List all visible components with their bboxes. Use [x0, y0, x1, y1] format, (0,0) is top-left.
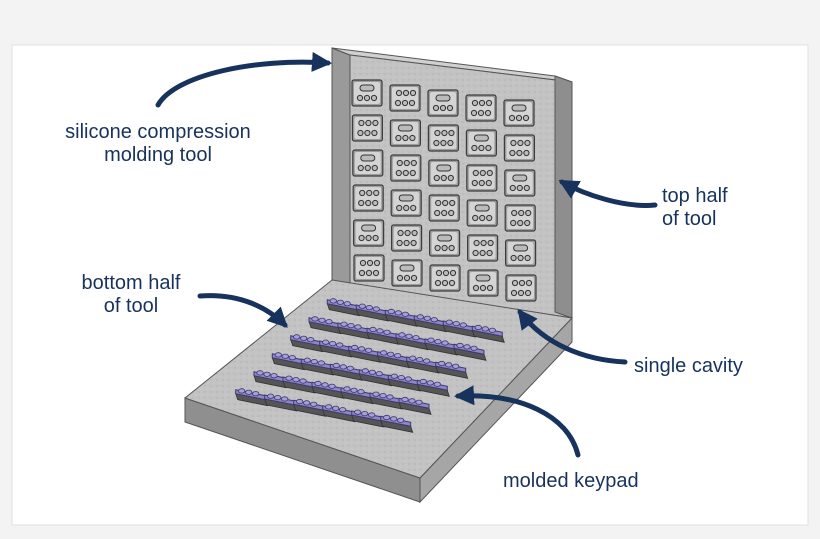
molded-keypad [326, 298, 360, 317]
molded-keypad [377, 350, 411, 369]
molded-keypad [358, 368, 392, 387]
mold-cavity [465, 129, 497, 157]
molded-keypad [322, 404, 356, 423]
arrow-to-tool [155, 51, 332, 108]
mold-cavity [428, 159, 460, 187]
mold-cavity [466, 199, 498, 227]
molded-keypad [424, 337, 458, 356]
top-cavity-grid [351, 79, 537, 302]
molded-keypad-grid [235, 298, 505, 433]
arrow-to-single-cavity [517, 308, 628, 365]
label-top-half-line1: top half [662, 185, 728, 207]
molded-keypad [380, 414, 414, 433]
label-top-half: top half of tool [662, 185, 772, 231]
mold-cavity [391, 224, 423, 252]
mold-cavity [505, 239, 537, 267]
molded-keypad [271, 352, 305, 371]
mold-cavity [352, 184, 384, 212]
molded-keypad [264, 393, 298, 412]
mold-cavity [503, 134, 535, 162]
label-top-half-line2: of tool [662, 208, 717, 230]
molded-keypad [369, 391, 403, 410]
molded-keypad [355, 303, 389, 322]
mold-cavity [389, 84, 421, 112]
molded-keypad [442, 319, 476, 338]
molded-keypad [387, 373, 421, 392]
arrow-to-top-half [558, 179, 658, 208]
mold-cavity [428, 194, 460, 222]
molded-keypad [235, 388, 269, 407]
molded-keypad [329, 362, 363, 381]
label-bottom-half: bottom half of tool [62, 272, 200, 318]
top-panel-left-edge [331, 47, 351, 286]
mold-cavity [505, 274, 537, 302]
label-bottom-half-line1: bottom half [81, 272, 181, 294]
mold-cavity [504, 169, 536, 197]
arrow-to-bottom-half [197, 293, 288, 328]
mold-cavity [466, 164, 498, 192]
molded-keypad [348, 344, 382, 363]
mold-cavity [351, 114, 383, 142]
mold-cavity [352, 149, 384, 177]
bottom-half-tool [183, 279, 574, 504]
molded-keypad [282, 375, 316, 394]
molded-keypad [366, 326, 400, 345]
mold-cavity [353, 219, 385, 247]
mold-cavity [389, 119, 421, 147]
label-silicone-tool-line1: silicone compression [65, 121, 251, 143]
molded-keypad [311, 380, 345, 399]
mold-cavity [503, 99, 535, 127]
label-bottom-half-line2: of tool [103, 295, 159, 317]
label-molded-keypad: molded keypad [503, 470, 639, 492]
label-silicone-tool: silicone compression molding tool [46, 121, 270, 167]
mold-cavity [427, 89, 459, 117]
mold-cavity [465, 94, 497, 122]
mold-cavity [429, 229, 461, 257]
mold-cavity [351, 79, 383, 107]
mold-cavity [390, 154, 422, 182]
mold-cavity [390, 189, 422, 217]
mold-cavity [467, 269, 499, 297]
mold-cavity [504, 204, 536, 232]
molded-keypad [398, 396, 432, 415]
top-panel-right-edge [554, 75, 573, 319]
molded-keypad [471, 324, 505, 343]
molded-keypad [308, 316, 342, 335]
arrow-to-molded-keypad [454, 385, 581, 458]
molded-keypad [300, 357, 334, 376]
mold-cavity [353, 254, 385, 282]
molded-keypad [453, 342, 487, 361]
mold-cavity [391, 259, 423, 287]
molded-keypad [395, 332, 429, 351]
mold-cavity [467, 234, 499, 262]
label-single-cavity: single cavity [634, 355, 743, 377]
label-silicone-tool-line2: molding tool [104, 144, 212, 166]
molded-keypad [435, 360, 469, 379]
molded-keypad [413, 314, 447, 333]
molded-keypad [253, 370, 287, 389]
mold-cavity [427, 124, 459, 152]
molded-keypad [319, 339, 353, 358]
mold-cavity [429, 264, 461, 292]
top-half-tool [331, 47, 573, 319]
molded-keypad [416, 378, 450, 397]
